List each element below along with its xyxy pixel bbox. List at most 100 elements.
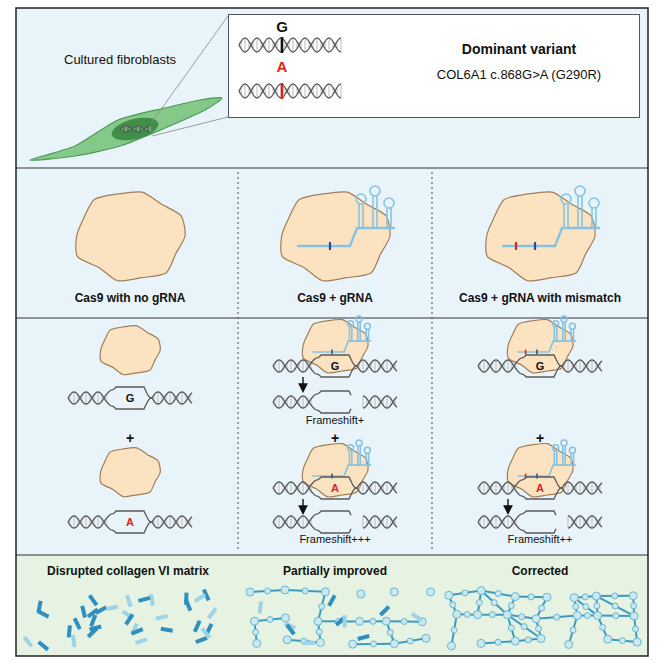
panel-divider <box>16 168 648 169</box>
collagen-bead <box>532 615 540 623</box>
dna-strand <box>239 84 341 98</box>
cut-arrow <box>302 377 303 391</box>
grna-loop <box>575 186 585 196</box>
node-label: Cas9 + gRNA <box>240 292 430 306</box>
collagen-bead <box>525 637 531 643</box>
grna-stem <box>351 451 353 465</box>
base-pair <box>387 482 388 494</box>
collagen-bead <box>536 626 542 632</box>
collagen-fragment <box>160 627 173 633</box>
base-pair <box>279 396 280 408</box>
grna-stem <box>556 451 558 465</box>
base-pair <box>317 84 318 98</box>
cas9-protein <box>100 326 160 375</box>
grna-stem <box>386 208 388 228</box>
cas9-grna: Cas9 + gRNA <box>240 176 430 310</box>
dna-helix <box>239 84 341 98</box>
collagen-bead <box>464 611 470 617</box>
dna-helix <box>273 477 397 499</box>
grna-stem <box>581 196 583 228</box>
base-pair <box>98 392 99 404</box>
collagen-bead <box>528 594 534 600</box>
collagen-bead <box>445 591 453 599</box>
collagen-bead <box>604 635 612 643</box>
dna-helix <box>273 391 397 413</box>
cas9-blob <box>76 192 185 281</box>
dna-strand <box>273 396 397 413</box>
collagen-bead <box>592 592 600 600</box>
grna-stem <box>357 446 359 465</box>
base-pair <box>170 516 171 528</box>
collagen-bead <box>539 605 545 611</box>
collagen-bead <box>476 600 482 606</box>
grna-loop <box>561 440 567 446</box>
grna-mismatch <box>515 242 517 250</box>
collagen-bead <box>583 604 589 610</box>
grna-stem <box>570 453 572 465</box>
collagen-bead <box>495 591 501 597</box>
base-pair <box>303 482 304 494</box>
illustration-label: Cultured fibroblasts <box>64 53 176 68</box>
collagen-bead <box>612 603 618 609</box>
base-pair <box>98 516 99 528</box>
collagen-fragment <box>327 594 336 606</box>
grna-stem <box>554 451 556 465</box>
grna-stem <box>349 327 351 341</box>
base-pair <box>592 482 593 494</box>
base-pair <box>375 516 376 528</box>
grna-stem <box>365 453 367 465</box>
base-pair <box>568 516 569 528</box>
collagen-fragment <box>184 592 188 604</box>
base-pair <box>363 396 364 408</box>
grna-stem <box>368 329 370 341</box>
collagen-bead <box>477 587 485 595</box>
collagen-microfibril <box>394 638 426 643</box>
dna-helix <box>68 511 192 533</box>
collagen-fragment <box>37 609 49 618</box>
base-pair <box>281 38 282 52</box>
collagen-bead <box>594 603 600 609</box>
collagen-fragment <box>201 627 212 639</box>
base-pair <box>182 392 183 404</box>
base-pair <box>293 38 294 52</box>
grna-stem <box>564 446 566 465</box>
grna-loop <box>364 447 370 453</box>
base-pair <box>508 360 509 372</box>
collagen-bead <box>319 604 325 610</box>
matrix-label: Corrected <box>512 565 569 579</box>
plus-sign: + <box>126 430 134 446</box>
collagen-microfibril <box>449 591 481 596</box>
collagen-bead <box>584 613 590 619</box>
collagen-bead <box>537 634 545 642</box>
dna-strand <box>68 511 192 528</box>
cas9-shape <box>240 176 430 288</box>
collagen-fragment <box>138 596 151 603</box>
collagen-bead <box>570 594 578 602</box>
collagen-bead <box>573 612 581 620</box>
collagen-bead <box>521 624 527 630</box>
dna-strand <box>273 360 397 377</box>
collagen-bead <box>370 618 376 624</box>
collagen-fragment <box>357 634 370 641</box>
corrected-matrix <box>445 587 641 650</box>
collagen-bead <box>265 588 271 594</box>
collagen-bead <box>250 617 258 625</box>
collagen-bead <box>246 588 254 596</box>
dna-strand <box>120 126 150 132</box>
collagen-bead <box>390 640 398 648</box>
collagen-bead <box>451 627 457 633</box>
collagen-bead <box>594 612 602 620</box>
grna-stem <box>595 208 597 228</box>
grna-stem <box>554 327 556 341</box>
column-divider <box>431 172 432 551</box>
base-pair <box>341 38 342 52</box>
grna-stem <box>365 329 367 341</box>
grna-target-base <box>536 474 538 479</box>
grna-stem <box>362 204 364 228</box>
collagen-fragment <box>73 617 82 630</box>
grna-loop <box>370 186 380 196</box>
dna-helix <box>478 355 602 377</box>
grna-stem <box>368 453 370 465</box>
collagen-bead <box>422 634 430 642</box>
